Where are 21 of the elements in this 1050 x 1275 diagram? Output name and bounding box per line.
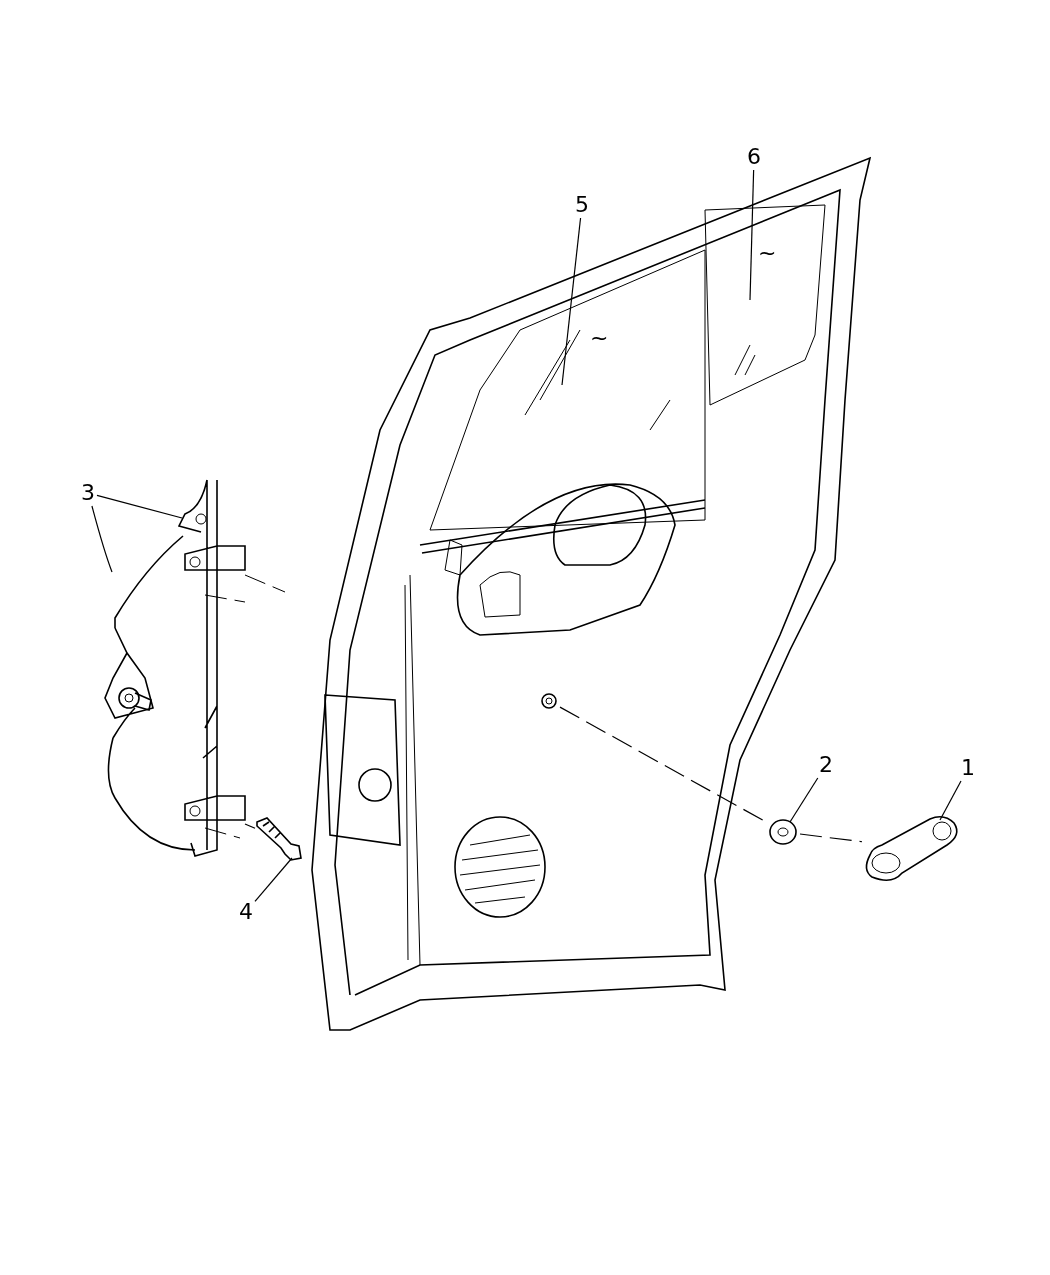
window-regulator-drawing	[105, 478, 245, 860]
callout-number: 1	[959, 755, 977, 781]
stud-drawing	[538, 690, 560, 712]
callout-number: 6	[745, 144, 763, 170]
glass-symbol: ~	[758, 240, 777, 265]
glass-symbol: ~	[590, 325, 609, 350]
washer-drawing	[768, 818, 800, 846]
leader-line	[939, 780, 962, 821]
leader-line	[96, 494, 183, 519]
callout-number: 2	[817, 752, 835, 778]
callout-number: 5	[573, 192, 591, 218]
leader-line	[91, 505, 113, 573]
bolt-drawing	[255, 816, 305, 862]
alignment-line	[244, 823, 256, 829]
leader-line	[561, 217, 582, 386]
alignment-line	[799, 833, 863, 843]
leader-line	[254, 857, 293, 903]
callout-number: 3	[79, 480, 97, 506]
leader-line	[789, 777, 819, 823]
callout-number: 4	[237, 899, 255, 925]
leader-line	[749, 169, 755, 301]
